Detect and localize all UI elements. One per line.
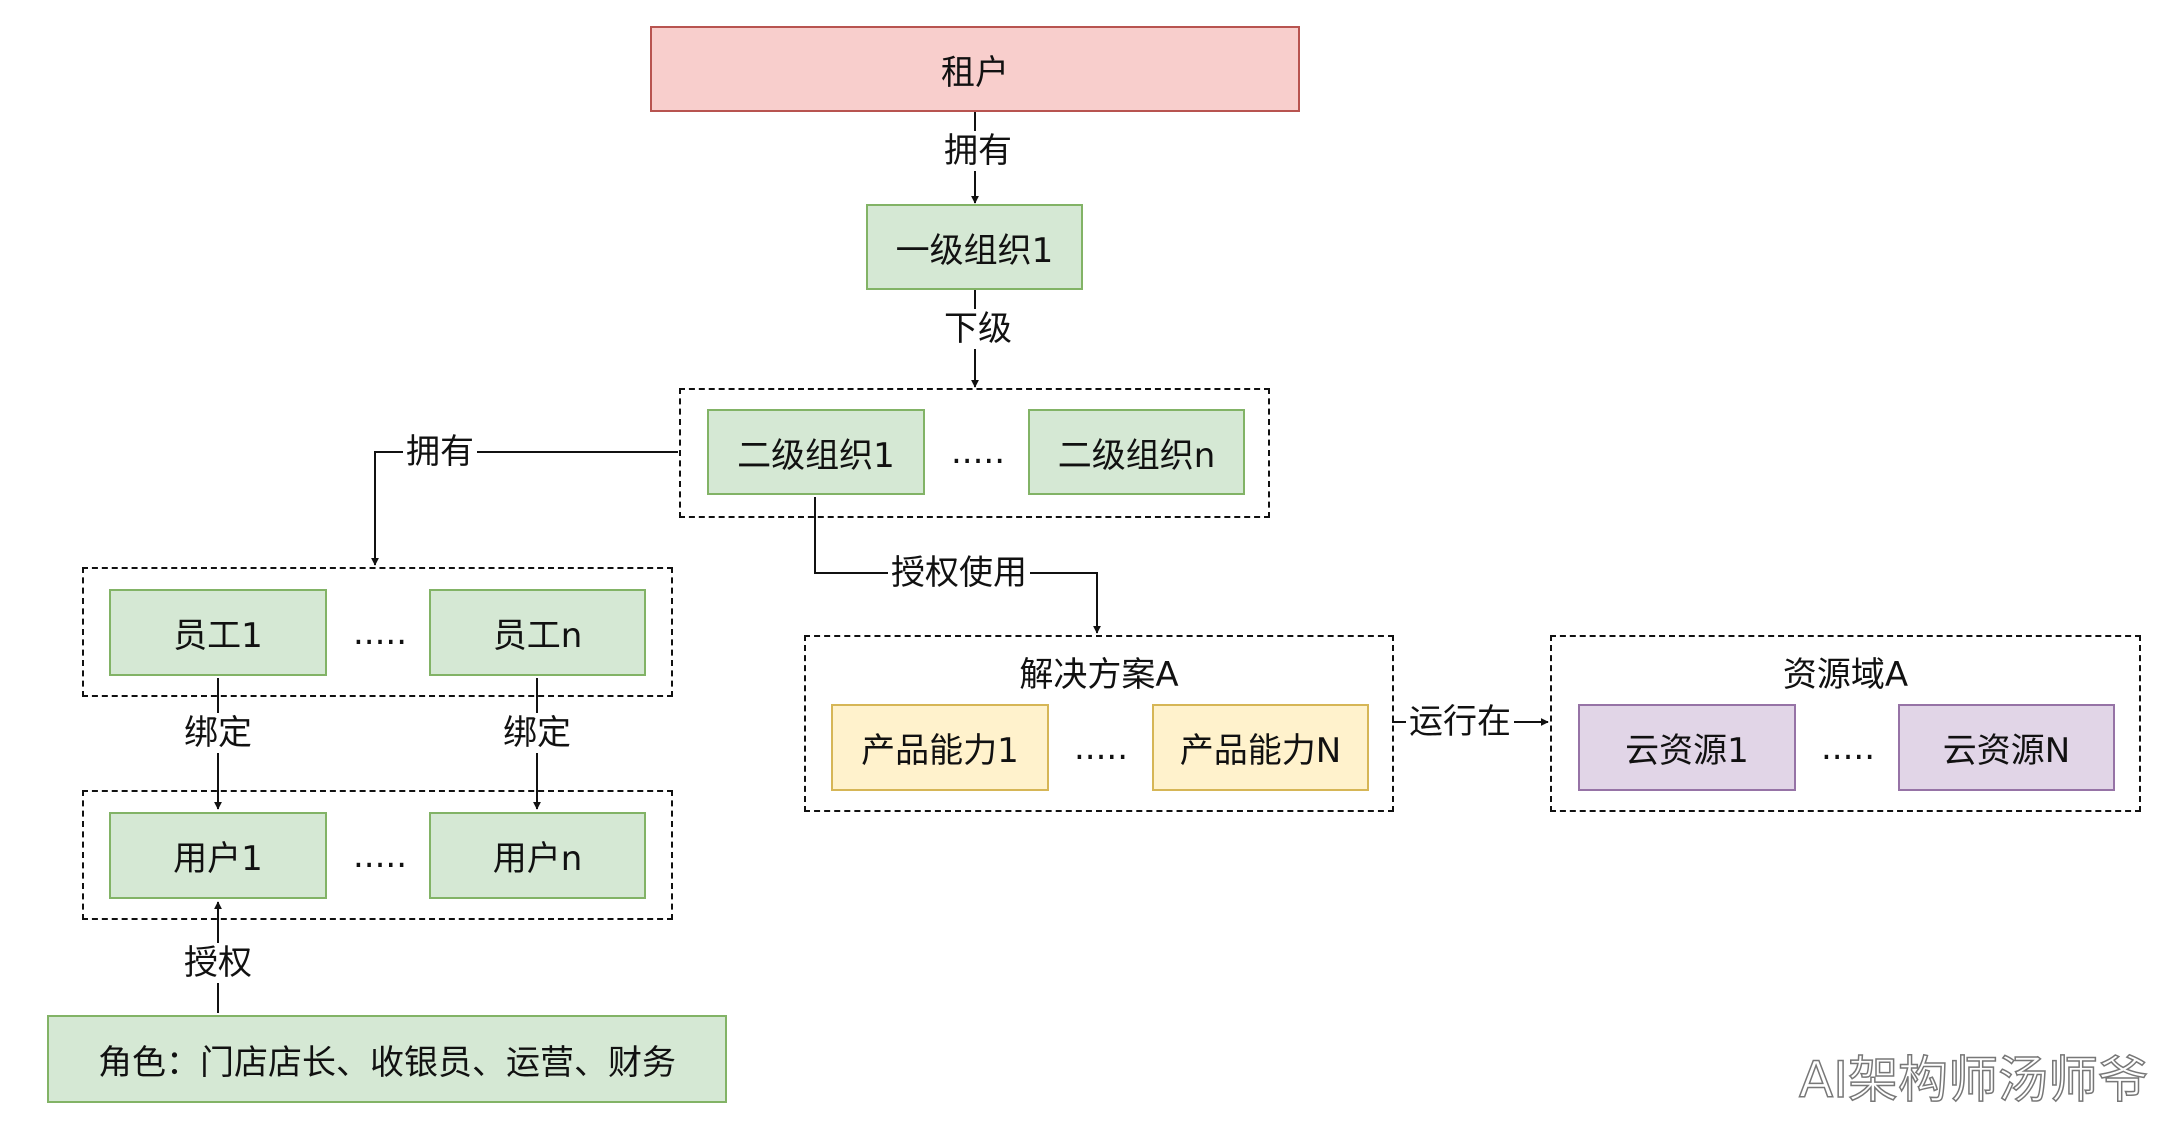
org-level2-last-label: 二级组织n (1057, 435, 1216, 476)
org-level1-node: 一级组织1 (866, 204, 1083, 290)
solution-first-label: 产品能力1 (861, 731, 1019, 771)
tenant-node: 租户 (650, 26, 1300, 112)
resource-last-label: 云资源N (1942, 731, 2071, 771)
user-last-node: 用户n (429, 812, 646, 899)
user-last-label: 用户n (492, 839, 583, 879)
employee-first-label: 员工1 (173, 616, 263, 656)
tenant-label: 租户 (941, 52, 1009, 93)
edge-label-authorized-use: 授权使用 (888, 553, 1030, 593)
solution-ellipsis: ..... (1073, 728, 1129, 768)
org-level2-ellipsis: ..... (950, 432, 1006, 472)
org-level2-group (679, 388, 1270, 518)
role-node: 角色：门店店长、收银员、运营、财务 (47, 1015, 727, 1103)
employee-last-label: 员工n (492, 616, 583, 656)
solution-title: 解决方案A (1019, 655, 1179, 695)
edge-label-bind-first: 绑定 (181, 713, 255, 753)
org-level2-first-node: 二级组织1 (707, 409, 925, 495)
employee-last-node: 员工n (429, 589, 646, 676)
resource-domain-group: 资源域A (1550, 635, 2141, 812)
user-first-node: 用户1 (109, 812, 327, 899)
user-first-label: 用户1 (173, 839, 263, 879)
edge-label-tenant-owns: 拥有 (941, 131, 1015, 171)
edge-org2-to-employees (371, 451, 678, 566)
employee-first-node: 员工1 (109, 589, 327, 676)
role-label: 角色：门店店长、收银员、运营、财务 (98, 1042, 676, 1083)
edge-label-subordinate: 下级 (941, 309, 1015, 349)
edge-label-org-owns: 拥有 (403, 432, 477, 472)
solution-group: 解决方案A (804, 635, 1394, 812)
employee-ellipsis: ..... (352, 613, 408, 653)
org-level1-label: 一级组织1 (895, 230, 1054, 271)
solution-last-label: 产品能力N (1179, 731, 1342, 771)
user-group (82, 790, 673, 920)
solution-first-node: 产品能力1 (831, 704, 1049, 791)
edge-label-authorize: 授权 (181, 943, 255, 983)
resource-first-node: 云资源1 (1578, 704, 1796, 791)
resource-last-node: 云资源N (1898, 704, 2115, 791)
watermark-text: AI架构师汤师爷 (1798, 1050, 2148, 1110)
edge-label-runs-on: 运行在 (1406, 702, 1514, 742)
resource-first-label: 云资源1 (1625, 731, 1749, 771)
resource-domain-title: 资源域A (1782, 655, 1909, 695)
org-level2-last-node: 二级组织n (1028, 409, 1245, 495)
resource-ellipsis: ..... (1820, 728, 1876, 768)
edge-label-bind-last: 绑定 (500, 713, 574, 753)
org-level2-first-label: 二级组织1 (737, 435, 895, 476)
employee-group (82, 567, 673, 697)
user-ellipsis: ..... (352, 836, 408, 876)
solution-last-node: 产品能力N (1152, 704, 1369, 791)
